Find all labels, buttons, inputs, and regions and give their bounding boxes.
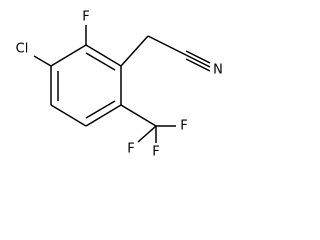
atom-label-cf3-fluorine-left: F [127,142,134,157]
bond-c1-ch2 [120,35,149,67]
nitrile-bond-line-2 [185,54,211,68]
ring-double-bond-c5-c6 [85,100,116,119]
bond-c6-cf3-carbon [120,104,157,127]
ring-bond-c4-c5 [50,104,87,127]
nitrile-bond-line-1 [185,50,211,64]
bond-c3-chlorine [33,55,52,67]
nitrile-triple-bond [185,50,211,72]
ring-bond-c2-c3 [50,44,87,67]
bond-cf3-fluorine-left [137,125,157,143]
chemical-structure-diagram: Cl F N F F F [16,10,223,160]
bond-ch2-nitrile-carbon [147,35,187,56]
nitrile-bond-line-3 [185,58,211,72]
ring-bond-c1-c2 [85,44,122,67]
atom-label-cf3-fluorine-bottom: F [152,145,159,160]
atom-label-cf3-fluorine-right: F [180,119,187,134]
ring-bond-c5-c6 [85,104,122,127]
benzene-ring [50,44,122,127]
ring-double-bond-c1-c2 [85,52,116,71]
atom-label-nitrogen: N [213,63,223,78]
atom-label-chlorine: Cl [16,42,29,57]
atom-label-fluorine-ring: F [82,10,89,25]
